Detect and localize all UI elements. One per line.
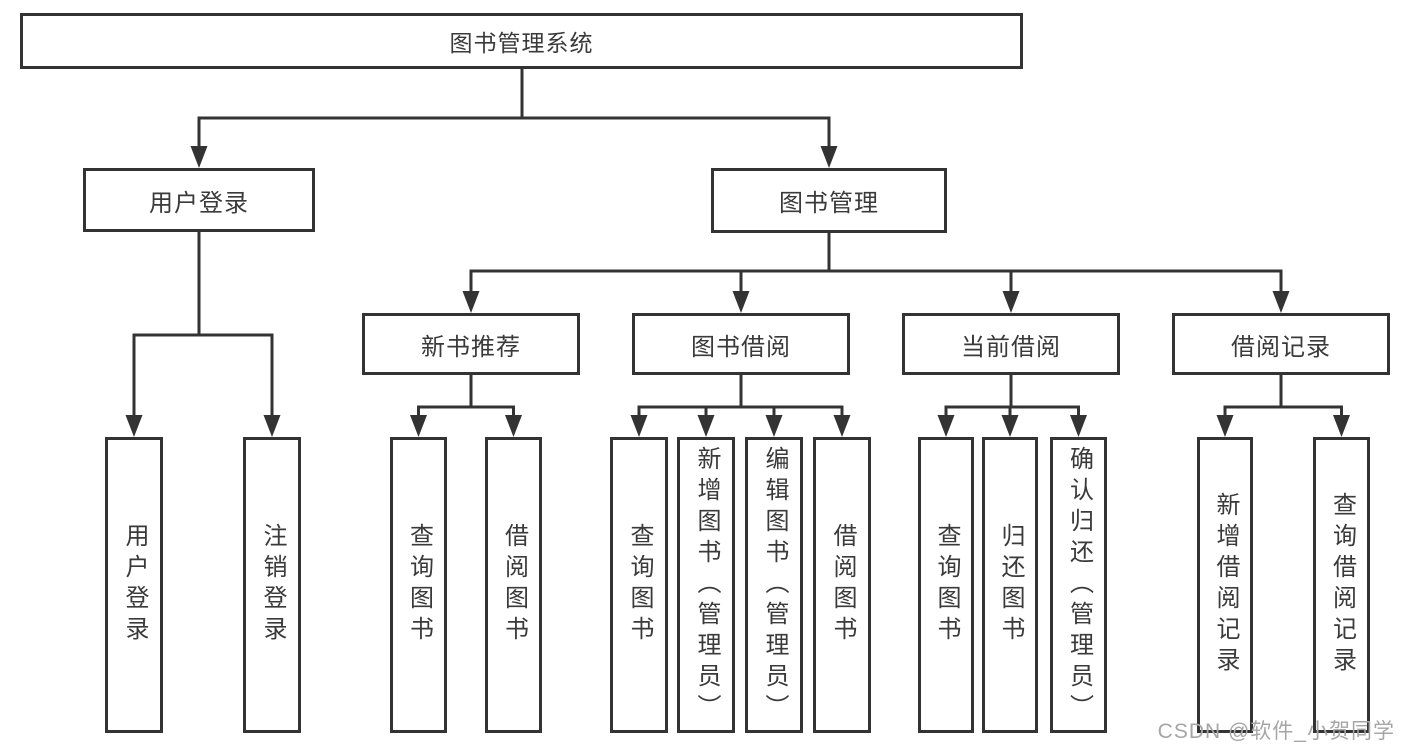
node-new-book-recommend: 新书推荐 — [362, 313, 580, 375]
node-current-borrowing: 当前借阅 — [902, 313, 1120, 375]
leaf-query-borrow-record-label: 查询借阅记录 — [1328, 492, 1356, 678]
node-borrowing-records: 借阅记录 — [1172, 313, 1390, 375]
leaf-borrowing-query-books-label: 查询图书 — [626, 523, 653, 647]
csdn-watermark: CSDN @软件_小贺同学 — [1157, 720, 1395, 743]
leaf-edit-books-admin-label: 编辑图书（管理员） — [761, 445, 788, 725]
node-borrowing-records-label: 借阅记录 — [1231, 333, 1331, 361]
leaf-user-login: 用户登录 — [105, 437, 163, 733]
leaf-current-query-books: 查询图书 — [918, 437, 974, 733]
leaf-logout: 注销登录 — [243, 437, 301, 733]
node-current-borrowing-label: 当前借阅 — [961, 333, 1061, 361]
leaf-current-query-books-label: 查询图书 — [933, 523, 960, 647]
leaf-newbook-borrow-books-label: 借阅图书 — [500, 523, 528, 647]
node-user-login-label: 用户登录 — [149, 189, 249, 217]
leaf-logout-label: 注销登录 — [259, 523, 286, 647]
leaf-borrow-books-label: 借阅图书 — [829, 523, 856, 647]
node-book-management: 图书管理 — [711, 168, 947, 233]
node-book-borrowing-label: 图书借阅 — [691, 333, 791, 361]
leaf-return-books: 归还图书 — [982, 437, 1038, 733]
leaf-add-borrow-record-label: 新增借阅记录 — [1212, 492, 1239, 678]
node-book-borrowing: 图书借阅 — [632, 313, 850, 375]
leaf-add-books-admin-label: 新增图书（管理员） — [693, 445, 720, 725]
leaf-return-books-label: 归还图书 — [997, 523, 1024, 647]
node-user-login: 用户登录 — [83, 168, 315, 232]
leaf-add-borrow-record: 新增借阅记录 — [1197, 437, 1253, 733]
node-book-management-label: 图书管理 — [779, 190, 879, 217]
leaf-newbook-query-books: 查询图书 — [390, 437, 447, 733]
leaf-borrowing-query-books: 查询图书 — [610, 437, 668, 733]
leaf-add-books-admin: 新增图书（管理员） — [677, 437, 735, 733]
leaf-confirm-return-admin: 确认归还（管理员） — [1050, 437, 1107, 733]
leaf-confirm-return-admin-label: 确认归还（管理员） — [1065, 445, 1093, 725]
leaf-newbook-borrow-books: 借阅图书 — [485, 437, 542, 733]
leaf-newbook-query-books-label: 查询图书 — [405, 523, 433, 647]
node-root: 图书管理系统 — [20, 13, 1023, 69]
connector-stems — [132, 69, 1343, 419]
leaf-edit-books-admin: 编辑图书（管理员） — [745, 437, 803, 733]
leaf-user-login-label: 用户登录 — [121, 523, 148, 647]
node-new-book-recommend-label: 新书推荐 — [421, 333, 521, 361]
node-root-label: 图书管理系统 — [449, 30, 594, 56]
connector-arrowheads — [125, 146, 1350, 437]
leaf-query-borrow-record: 查询借阅记录 — [1313, 437, 1370, 733]
leaf-borrow-books: 借阅图书 — [813, 437, 871, 733]
